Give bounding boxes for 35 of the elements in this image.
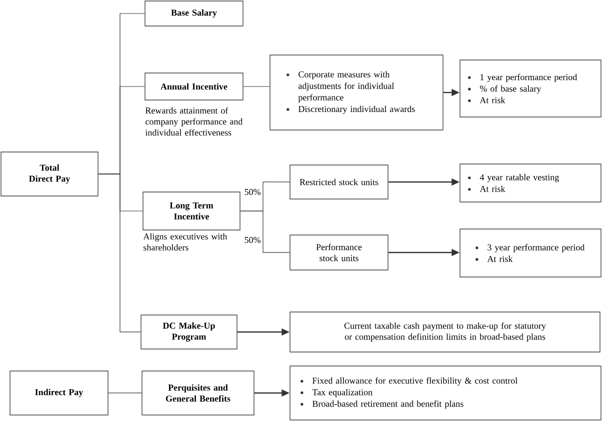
category-box: Total Direct Pay	[0, 152, 98, 196]
text-box: Current taxable cash payment to make-up for statutory or compensation definition limits in broad-based plans	[290, 312, 600, 352]
category-box: Perquisites and General Benefits	[142, 370, 254, 416]
bullet-item: 4 year ratable vesting	[468, 174, 559, 182]
connector	[243, 86, 270, 87]
bullet-item: Corporate measures with adjustments for individual performance	[286, 71, 394, 102]
bullet-item: At risk	[468, 186, 506, 192]
bullet-item: % of base salary	[468, 85, 542, 94]
bullet-list-box	[270, 54, 444, 130]
text-box: Restricted stock units	[290, 164, 388, 200]
category-box: Indirect Pay	[10, 370, 108, 416]
description-text: Aligns executives with shareholders	[143, 233, 228, 251]
description-text: Rewards attainment of company performance and individual effectiveness	[145, 107, 243, 136]
bullet-item: Tax equalization	[300, 388, 372, 398]
connector	[108, 392, 142, 394]
bullet-list-box	[460, 228, 602, 278]
category-box: Base Salary	[144, 0, 244, 26]
category-box: Annual Incentive	[144, 72, 244, 100]
connector	[98, 174, 141, 332]
edge-label: 50%	[243, 236, 262, 244]
edge-label: 50%	[243, 188, 262, 196]
bullet-item: At risk	[468, 96, 506, 104]
category-box: Long Term Incentive	[142, 192, 240, 230]
bullet-item: Broad-based retirement and benefit plans	[300, 400, 464, 409]
bullet-list-box	[460, 60, 602, 118]
bullet-item: At risk	[476, 256, 513, 262]
category-box: DC Make-Up Program	[140, 314, 238, 350]
text-box: Performance stock units	[290, 234, 388, 270]
bullet-item: Fixed allowance for executive flexibility & cost control	[300, 377, 518, 386]
bullet-item: 1 year performance period	[468, 74, 578, 82]
bullet-list-box	[290, 366, 602, 420]
connector	[240, 210, 290, 253]
bullet-item: Discretionary individual awards	[286, 106, 415, 114]
bullet-list-box	[460, 164, 602, 202]
bullet-item: 3 year performance period	[476, 244, 585, 252]
